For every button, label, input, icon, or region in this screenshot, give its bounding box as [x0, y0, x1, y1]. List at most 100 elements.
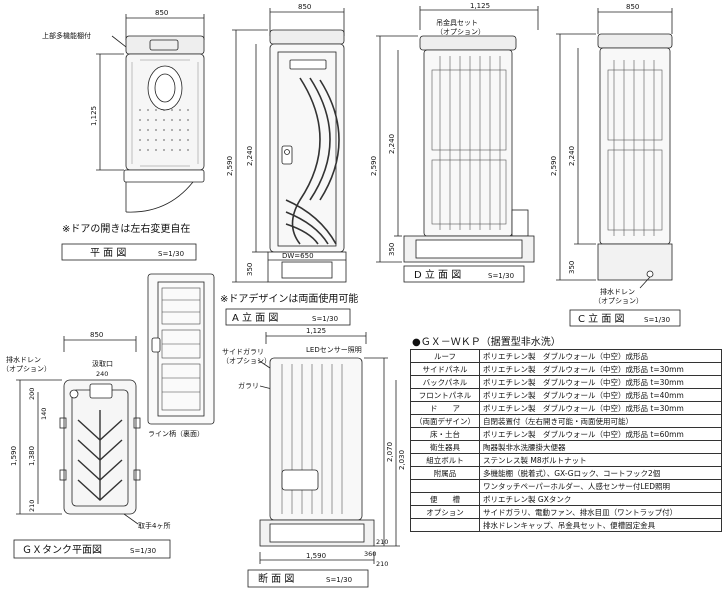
spec-value: ポリエチレン製 GXタンク — [479, 492, 722, 506]
tank-width-dim: 850 — [90, 331, 103, 339]
a-elevation: 850 DW=650 2,590 2,240 350 — [226, 3, 347, 283]
spec-row: 附属品多機能棚（脱着式）、GX-Gロック、コートフック2個 — [410, 466, 722, 480]
section-view: 1,125 LEDセンサー照明 サイドガラリ （オプション） ガラリ 2,070… — [222, 327, 406, 568]
spec-value: ステンレス製 M8ボルトナット — [479, 453, 722, 467]
spec-key: 附属品 — [410, 466, 480, 480]
led-label: LEDセンサー照明 — [306, 346, 362, 354]
section-width-dim: 1,125 — [306, 327, 326, 335]
c-caption: C 立 面 図 — [578, 312, 625, 325]
c-caption-box — [569, 309, 681, 327]
spec-row: 組立ボルトステンレス製 M8ボルトナット — [410, 453, 722, 467]
top-shelf-label: 上部多機能棚付 — [42, 31, 91, 40]
dw-label: DW=650 — [282, 252, 314, 260]
plan-caption: 平 面 図 — [90, 247, 126, 259]
spec-row: ワンタッチペーパーホルダー、人感センサー付LED照明 — [410, 479, 722, 493]
d-height-body: 2,240 — [388, 134, 396, 154]
door-note: ※ドアの開きは左右変更自在 — [62, 222, 190, 235]
spec-row: （両面デザイン）自閉装置付（左右開き可能・両面使用可能） — [410, 414, 722, 428]
d-scale: S=1/30 — [488, 272, 514, 280]
c-height-body: 2,240 — [568, 146, 576, 166]
a-caption-box — [225, 308, 351, 326]
tank-dim-a: 200 — [28, 388, 36, 400]
a-height-base: 350 — [246, 263, 254, 276]
spec-value: ポリエチレン製 ダブルウォール（中空）成形品 t=30mm — [479, 362, 722, 376]
spec-value: ポリエチレン製 ダブルウォール（中空）成形品 — [479, 349, 722, 363]
spec-row: ルーフポリエチレン製 ダブルウォール（中空）成形品 — [410, 349, 722, 363]
spec-key: フロントパネル — [410, 388, 480, 402]
spec-row: 床・土台ポリエチレン製 ダブルウォール（中空）成形品 t=60mm — [410, 427, 722, 441]
inner-dim: 240 — [96, 370, 108, 378]
tank-caption: ＧＸタンク平面図 — [22, 544, 102, 556]
section-length-dim: 1,590 — [306, 552, 326, 560]
door-inside-label: ライン柄（裏面） — [148, 429, 204, 438]
c-scale: S=1/30 — [644, 316, 670, 324]
plan-width-dim: 850 — [155, 9, 168, 17]
d-caption: D 立 面 図 — [414, 268, 461, 281]
a-scale: S=1/30 — [312, 315, 338, 323]
plan-scale: S=1/30 — [158, 250, 184, 258]
spec-key: ルーフ — [410, 349, 480, 363]
rail-label: ガラリ — [238, 381, 259, 390]
spec-value: ポリエチレン製 ダブルウォール（中空）成形品 t=40mm — [479, 388, 722, 402]
spec-value: ワンタッチペーパーホルダー、人感センサー付LED照明 — [479, 479, 722, 493]
a-height-total: 2,590 — [226, 156, 234, 176]
spec-key: サイドパネル — [410, 362, 480, 376]
door-inside-view — [147, 273, 215, 425]
spec-value: サイドガラリ、電動ファン、排水目皿（ワントラップ付） — [479, 505, 722, 519]
spec-row: バックパネルポリエチレン製 ダブルウォール（中空）成形品 t=30mm — [410, 375, 722, 389]
spec-value: ポリエチレン製 ダブルウォール（中空）成形品 t=30mm — [479, 375, 722, 389]
tank-caption-box — [13, 539, 171, 559]
spec-key: 便 槽 — [410, 492, 480, 506]
tank-inner-length: 1,380 — [28, 446, 36, 466]
spec-key: バックパネル — [410, 375, 480, 389]
tank-rib-pattern — [77, 410, 123, 501]
section-caption-box — [247, 569, 369, 588]
door-design-note: ※ドアデザインは両面使用可能 — [220, 292, 358, 305]
d-caption-box — [403, 265, 525, 283]
spec-table: ルーフポリエチレン製 ダブルウォール（中空）成形品サイドパネルポリエチレン製 ダ… — [410, 349, 722, 532]
section-floor-dim: 2,030 — [398, 450, 406, 470]
spec-key: ド ア — [410, 401, 480, 415]
tank-length-dim: 1,590 — [10, 446, 18, 466]
section-height-dim: 2,070 — [386, 442, 394, 462]
side-rail-label: サイドガラリ — [222, 347, 264, 356]
spec-key: オプション — [410, 505, 480, 519]
spec-key: 衛生器具 — [410, 440, 480, 454]
tank-dim-b: 140 — [40, 408, 48, 420]
spec-key — [410, 518, 480, 532]
section-dim-b: 360 — [364, 550, 376, 558]
d-elevation: 1,125 吊金具セット （オプション） 2,590 2,240 350 — [370, 2, 539, 263]
tank-dim-c: 210 — [28, 500, 36, 512]
spec-value: ポリエチレン製 ダブルウォール（中空）成形品 t=30mm — [479, 401, 722, 415]
handle-label: 取手4ヶ所 — [138, 521, 170, 530]
tank-scale: S=1/30 — [130, 547, 156, 555]
spec-value: 排水ドレンキャップ、吊金具セット、便槽固定金具 — [479, 518, 722, 532]
section-caption: 断 面 図 — [258, 572, 294, 585]
spec-value: 自閉装置付（左右開き可能・両面使用可能） — [479, 414, 722, 428]
c-drain-option-label: （オプション） — [594, 297, 643, 305]
spec-row: 排水ドレンキャップ、吊金具セット、便槽固定金具 — [410, 518, 722, 532]
plan-view: 850 上部多機能棚付 — [42, 9, 205, 213]
a-width-dim: 850 — [298, 3, 311, 11]
d-width-dim: 1,125 — [470, 2, 490, 10]
spec-value: 多機能棚（脱着式）、GX-Gロック、コートフック2個 — [479, 466, 722, 480]
section-dim-c: 210 — [376, 560, 388, 568]
spec-key: 組立ボルト — [410, 453, 480, 467]
tank-drain-label: 排水ドレン — [6, 355, 41, 364]
spec-row: 衛生器具陶器製非水洗腰掛大便器 — [410, 440, 722, 454]
spec-row: ド アポリエチレン製 ダブルウォール（中空）成形品 t=30mm — [410, 401, 722, 415]
section-dim-a: 210 — [376, 538, 388, 546]
c-elevation: 850 2,590 2,240 350 — [550, 3, 673, 289]
d-height-total: 2,590 — [370, 156, 378, 176]
spec-key: 床・土台 — [410, 427, 480, 441]
c-height-total: 2,590 — [550, 156, 558, 176]
a-height-body: 2,240 — [246, 146, 254, 166]
spec-row: サイドパネルポリエチレン製 ダブルウォール（中空）成形品 t=30mm — [410, 362, 722, 376]
spec-row: オプションサイドガラリ、電動ファン、排水目皿（ワントラップ付） — [410, 505, 722, 519]
c-width-dim: 850 — [626, 3, 639, 11]
floor-texture — [139, 109, 189, 151]
toilet-bowl — [147, 65, 183, 111]
a-caption: A 立 面 図 — [232, 311, 278, 324]
d-height-base: 350 — [388, 243, 396, 256]
